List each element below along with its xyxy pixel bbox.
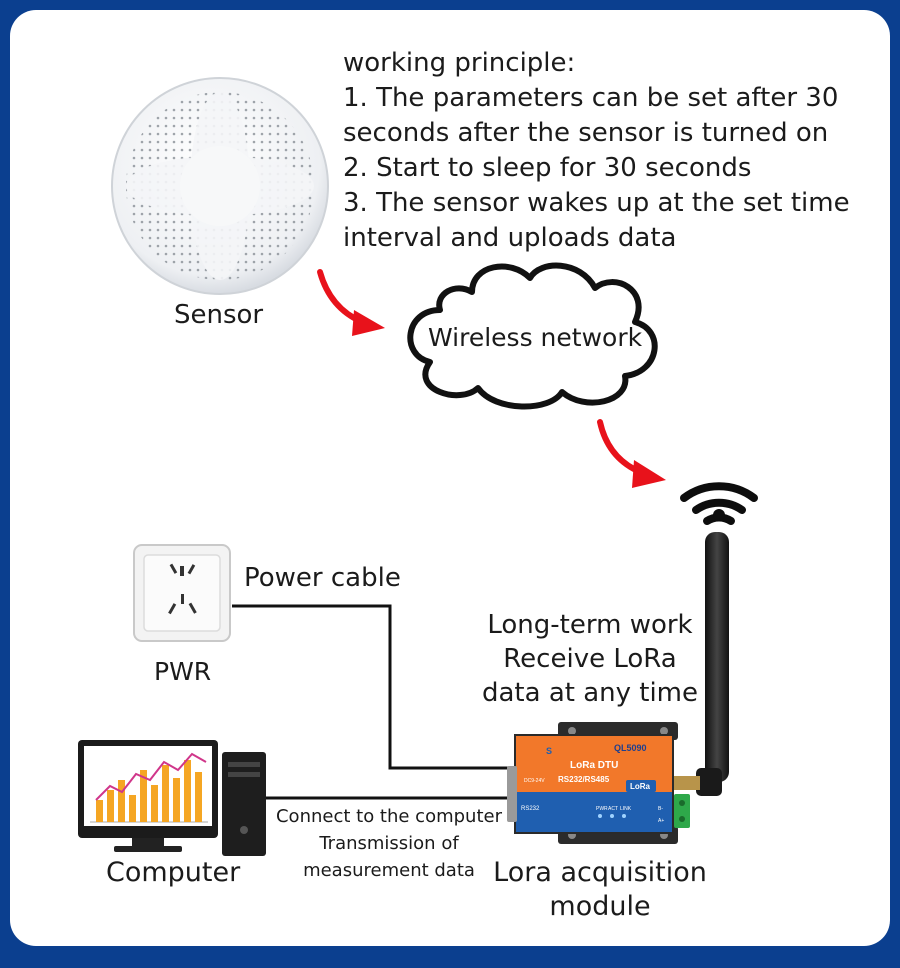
- device-terminal-b: B-: [658, 806, 663, 812]
- computer-icon: [78, 740, 266, 856]
- antenna-icon: [670, 532, 729, 796]
- long-term-work-note: Long-term work Receive LoRa data at any …: [460, 608, 720, 710]
- device-power-in: DC9-24V: [524, 778, 545, 784]
- cloud-icon: [407, 262, 658, 410]
- device-led-pwr: PWR: [596, 806, 608, 812]
- lora-dtu-module-icon: S QL5090 LoRa DTU RS232/RS485 LoRa DC9-2…: [507, 722, 690, 844]
- working-principle: working principle: 1. The parameters can…: [343, 46, 883, 256]
- power-socket-icon: [133, 544, 231, 642]
- longterm-line-1: Long-term work: [487, 610, 693, 640]
- device-led-act: ACT: [608, 806, 618, 812]
- module-line-2: module: [549, 891, 651, 922]
- diagram-card: working principle: 1. The parameters can…: [10, 10, 890, 946]
- principle-step-1b: seconds after the sensor is turned on: [343, 118, 829, 148]
- wifi-signal-icon: [680, 482, 758, 525]
- module-line-1: Lora acquisition: [493, 857, 707, 888]
- device-name: LoRa DTU: [570, 760, 618, 771]
- pwr-label: PWR: [154, 657, 212, 686]
- sensor-label: Sensor: [174, 300, 264, 330]
- power-cable-label: Power cable: [244, 563, 401, 593]
- principle-title: working principle:: [343, 48, 576, 78]
- longterm-line-3: data at any time: [481, 678, 699, 708]
- computer-label: Computer: [106, 857, 241, 888]
- lora-module-label: Lora acquisition module: [480, 856, 720, 924]
- sensor-device-icon: [111, 77, 329, 295]
- wireless-network-label: Wireless network: [428, 323, 643, 352]
- longterm-line-2: Receive LoRa: [503, 644, 677, 674]
- device-terminal-a: A+: [658, 818, 664, 824]
- arrow-sensor-to-cloud-icon: [317, 269, 385, 336]
- diagram-graphics: S QL5090 LoRa DTU RS232/RS485 LoRa DC9-2…: [78, 77, 758, 856]
- connect-line-2: Transmission of: [319, 833, 459, 854]
- principle-step-1a: 1. The parameters can be set after 30: [343, 83, 839, 113]
- power-cable-line: [232, 604, 516, 770]
- device-led-link: LINK: [620, 806, 632, 812]
- connect-computer-note: Connect to the computer Transmission of …: [264, 803, 514, 884]
- svg-text:S: S: [546, 746, 552, 756]
- connect-line-1: Connect to the computer: [275, 806, 502, 827]
- device-model: QL5090: [614, 743, 647, 753]
- connect-line-3: measurement data: [303, 860, 475, 881]
- device-port: RS232: [521, 806, 540, 812]
- device-badge: LoRa: [630, 782, 651, 791]
- device-interface: RS232/RS485: [558, 775, 610, 784]
- principle-step-3b: interval and uploads data: [343, 223, 677, 253]
- principle-step-3a: 3. The sensor wakes up at the set time: [343, 188, 850, 218]
- principle-step-2: 2. Start to sleep for 30 seconds: [343, 153, 752, 183]
- arrow-cloud-to-antenna-icon: [597, 419, 666, 488]
